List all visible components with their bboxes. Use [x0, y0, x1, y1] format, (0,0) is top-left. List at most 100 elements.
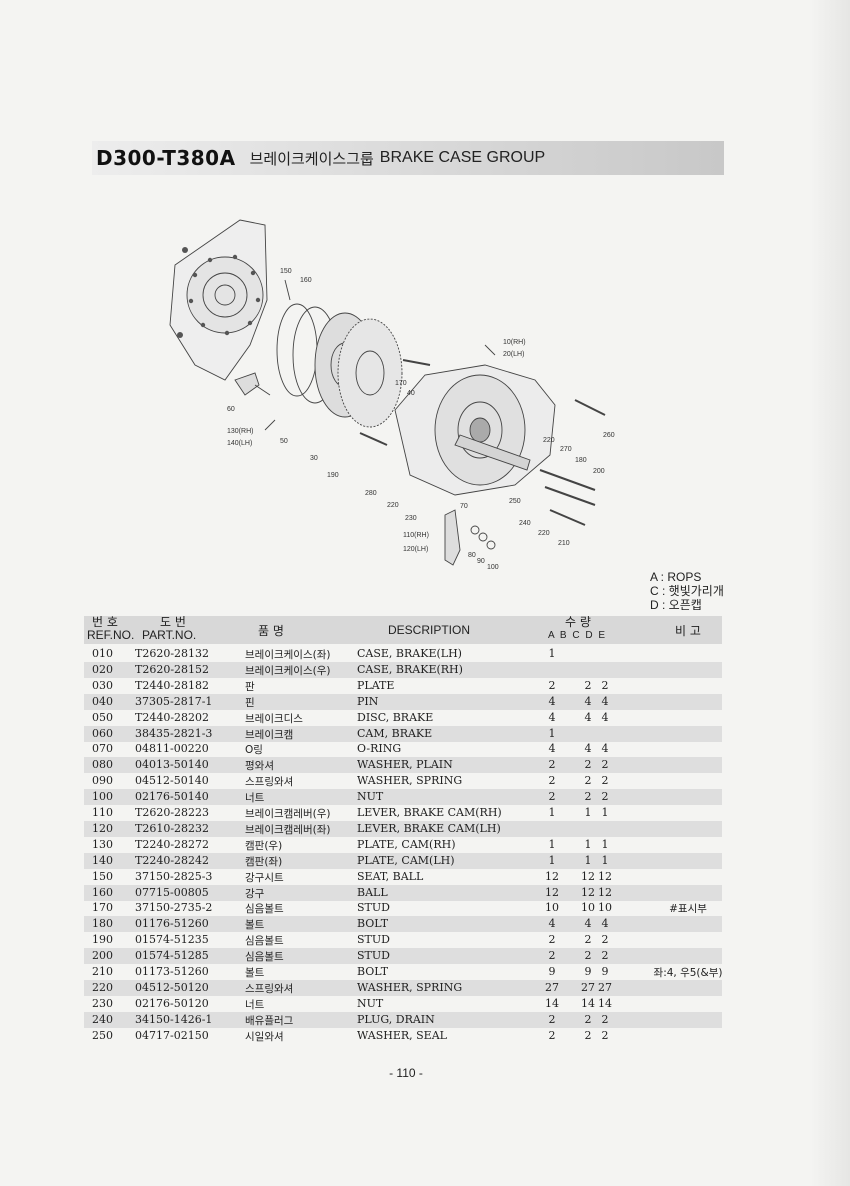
cell-ref: 250 — [92, 1028, 113, 1042]
cell-ref: 180 — [92, 917, 113, 931]
cell-desc: WASHER, PLAIN — [357, 758, 453, 772]
header-ref-kr: 번 호 — [92, 615, 118, 629]
cell-d: 2 — [601, 933, 609, 947]
cell-ref: 110 — [92, 806, 113, 819]
cell-c: 2 — [584, 1012, 592, 1026]
callout-label: 220 — [543, 437, 555, 444]
cell-d: 4 — [601, 710, 609, 724]
cell-ref: 060 — [92, 726, 113, 740]
header-qty-kr: 수 량 — [565, 615, 591, 629]
cell-kr: 브레이크디스 — [245, 712, 303, 725]
cell-part: 04811-00220 — [135, 742, 209, 756]
callout-label: 10(RH) — [503, 339, 526, 346]
cell-a: 2 — [548, 949, 556, 963]
cell-c: 2 — [584, 933, 592, 947]
cell-kr: 강구시트 — [245, 871, 284, 884]
cell-ref: 070 — [92, 742, 113, 756]
callout-label: 280 — [365, 490, 377, 497]
cell-a: 1 — [548, 647, 556, 660]
cell-part: 01173-51260 — [135, 965, 209, 978]
callout-label: 80 — [468, 552, 476, 559]
cell-a: 4 — [548, 710, 556, 724]
callout-label: 210 — [558, 540, 570, 547]
callout-label: 90 — [477, 558, 485, 565]
cell-d: 4 — [601, 694, 609, 708]
cell-a: 12 — [545, 885, 559, 899]
page-title-bar: D300-T380A 브레이크케이스그룹 BRAKE CASE GROUP — [92, 141, 724, 175]
cell-kr: 심음볼트 — [245, 951, 284, 964]
callout-label: 140(LH) — [227, 440, 252, 447]
header-remarks: 비 고 — [675, 624, 701, 638]
cell-c: 14 — [581, 996, 595, 1010]
callout-label: 40 — [407, 390, 415, 397]
cell-ref: 130 — [92, 837, 113, 851]
callout-label: 100 — [487, 564, 499, 571]
cell-ref: 240 — [92, 1012, 113, 1026]
cell-kr: 브레이크케이스(우) — [245, 664, 331, 677]
cell-kr: 브레이크케이스(좌) — [245, 649, 331, 661]
cell-c: 2 — [584, 1028, 592, 1042]
cell-kr: 판 — [245, 680, 255, 693]
cell-desc: BOLT — [357, 917, 389, 931]
cell-d: 9 — [601, 965, 609, 978]
cell-c: 9 — [584, 965, 592, 978]
cell-ref: 040 — [92, 694, 113, 708]
cell-kr: 브레이크캠 — [245, 728, 294, 741]
legend-item: C : 햇빛가리개 — [650, 584, 724, 598]
cell-desc: WASHER, SEAL — [357, 1028, 447, 1042]
cell-desc: CASE, BRAKE(LH) — [357, 647, 462, 660]
cell-c: 1 — [584, 853, 592, 867]
cell-kr: 캠판(우) — [245, 839, 283, 852]
callout-label: 270 — [560, 446, 572, 453]
cell-kr: 평와셔 — [245, 760, 274, 773]
page-edge-shadow — [810, 0, 850, 1186]
cell-d: 12 — [598, 869, 612, 883]
cell-part: 04512-50140 — [135, 774, 209, 788]
cell-ref: 210 — [92, 965, 113, 978]
cell-desc: CAM, BRAKE — [357, 726, 433, 740]
cell-desc: LEVER, BRAKE CAM(LH) — [357, 821, 501, 835]
title-korean: 브레이크케이스그룹 — [249, 149, 374, 168]
cell-kr: 너트 — [245, 792, 265, 805]
cell-kr: 배유플러그 — [245, 1014, 294, 1027]
cell-part: 37150-2825-3 — [135, 869, 213, 883]
cell-ref: 120 — [92, 821, 113, 835]
callout-label: 120(LH) — [403, 546, 428, 553]
cell-a: 2 — [548, 933, 556, 947]
cell-c: 1 — [584, 837, 592, 851]
cell-a: 1 — [548, 837, 556, 851]
cell-a: 4 — [548, 917, 556, 931]
cell-part: 01574-51285 — [135, 949, 209, 963]
cell-desc: O-RING — [357, 742, 402, 756]
callout-label: 150 — [280, 268, 292, 275]
cell-desc: PLUG, DRAIN — [357, 1012, 435, 1026]
cell-a: 4 — [548, 694, 556, 708]
cell-desc: PIN — [357, 694, 379, 708]
cell-d: 27 — [598, 980, 612, 994]
cell-a: 10 — [545, 901, 559, 915]
cell-desc: STUD — [357, 933, 390, 947]
cell-d: 14 — [598, 996, 612, 1010]
cell-part: T2620-28223 — [135, 806, 210, 819]
callout-label: 130(RH) — [227, 428, 253, 435]
cell-ref: 200 — [92, 949, 113, 963]
cell-d: 2 — [601, 949, 609, 963]
cell-c: 2 — [584, 949, 592, 963]
cell-part: 37150-2735-2 — [135, 901, 213, 915]
cell-ref: 230 — [92, 996, 113, 1010]
callout-label: 70 — [460, 503, 468, 510]
cell-kr: 시일와셔 — [245, 1030, 284, 1043]
cell-kr: O링 — [245, 744, 263, 757]
cell-part: 02176-50120 — [135, 996, 209, 1010]
cell-d: 1 — [601, 806, 609, 819]
callout-label: 200 — [593, 468, 605, 475]
callout-label: 60 — [227, 406, 235, 413]
